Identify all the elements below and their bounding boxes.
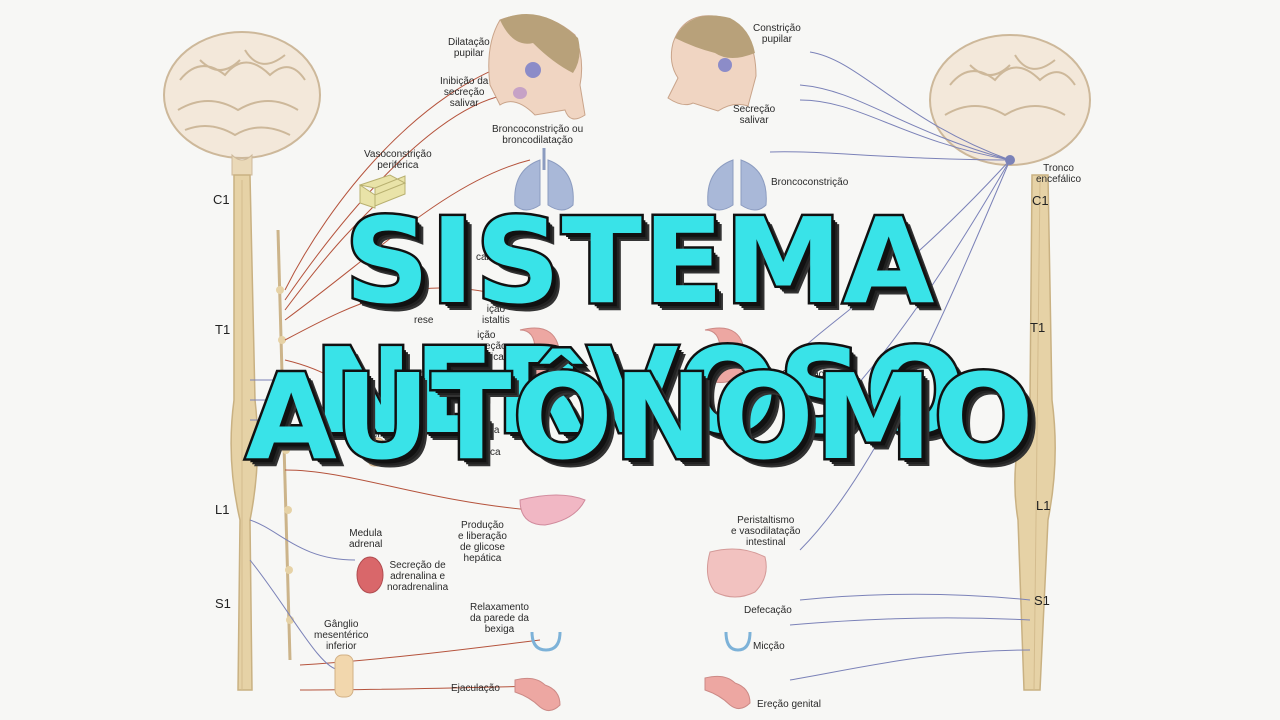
parasympathetic-nerves — [769, 51, 1031, 681]
blood-vessel-block — [358, 174, 407, 209]
label-miccao: Micção — [753, 641, 785, 652]
label-pancreatica: Ini da se pa ica — [460, 425, 501, 458]
level-l1-right: L1 — [1036, 498, 1051, 513]
right-head — [667, 15, 757, 112]
left-spinal-cord — [230, 174, 259, 691]
label-secrecao-salivar: Secreção salivar — [733, 104, 776, 126]
title-line-2: AUTÔNOMO — [243, 348, 1036, 486]
label-erecao-genital: Ereção genital — [757, 699, 821, 710]
label-bronco: Broncoconstrição ou broncodilatação — [492, 124, 584, 146]
label-defecacao: Defecação — [744, 605, 792, 616]
sympathetic-nerves-blue — [249, 379, 356, 671]
label-piloerecao: Piloereção — [378, 369, 426, 380]
label-constricao-pupilar: Constrição pupilar — [753, 23, 801, 45]
right-lungs — [707, 159, 767, 211]
label-ejaculacao: Ejaculação — [451, 683, 500, 694]
label-sudorese: rese — [414, 315, 434, 326]
label-bexiga: Relaxamento da parede da bexiga — [470, 602, 529, 635]
left-genital — [514, 677, 561, 711]
label-peristaltismo: Peristaltismo e vasodilatação intestinal — [731, 515, 801, 548]
left-lungs — [514, 148, 574, 211]
level-t1-left: T1 — [215, 322, 231, 337]
label-secrecao-gastrica-right: Secreção gástrica — [782, 369, 825, 391]
level-l1-left: L1 — [215, 502, 230, 517]
right-spinal-cord — [1014, 174, 1056, 691]
label-inibicao-salivar: Inibição da secreção salivar — [440, 76, 489, 109]
left-brain — [163, 31, 321, 176]
right-brain — [929, 34, 1091, 166]
celiac-ganglion — [367, 437, 385, 467]
label-adrenalina: Secreção de adrenalina e noradrenalina — [387, 560, 449, 593]
level-c1-right: C1 — [1032, 193, 1049, 208]
adrenal-kidney — [356, 556, 384, 594]
left-liver — [519, 494, 586, 526]
label-bile: Se bi — [792, 417, 805, 439]
label-glicose: Produção e liberação de glicose hepática — [458, 520, 507, 564]
left-head — [488, 14, 586, 120]
title-line-1: SISTEMA NERVOSO — [311, 192, 967, 460]
level-t1-right: T1 — [1030, 320, 1046, 335]
label-medula-adrenal: Medula adrenal — [349, 528, 383, 550]
right-genital — [704, 675, 751, 709]
sympathetic-nerves — [284, 59, 541, 691]
right-intestine — [706, 548, 767, 598]
mesenteric-ganglion — [334, 654, 354, 698]
right-bladder — [724, 631, 752, 652]
label-dilatacao-pupilar: Dilatação pupilar — [448, 37, 490, 59]
left-bladder — [530, 631, 562, 652]
label-ganglio-celiaco: nglio elíaco — [372, 418, 399, 440]
label-tronco-encefalico: Tronco encefálico — [1036, 163, 1082, 185]
label-broncoconstricao: Broncoconstrição — [771, 177, 849, 188]
sympathetic-chain — [276, 229, 294, 661]
level-s1-left: S1 — [215, 596, 231, 611]
label-cardio: cardi — [476, 252, 498, 263]
left-stomach — [510, 327, 561, 383]
level-s1-right: S1 — [1034, 593, 1050, 608]
label-motilidade: ição istaltis — [482, 304, 510, 326]
right-stomach — [695, 327, 746, 383]
label-secrecao-gastrica: ição secreção gástrica — [466, 330, 507, 363]
label-vasoconstricao: Vasoconstrição periférica — [364, 149, 432, 171]
level-c1-left: C1 — [213, 192, 230, 207]
label-ganglio-mesenterico: Gânglio mesentérico inferior — [314, 619, 369, 652]
